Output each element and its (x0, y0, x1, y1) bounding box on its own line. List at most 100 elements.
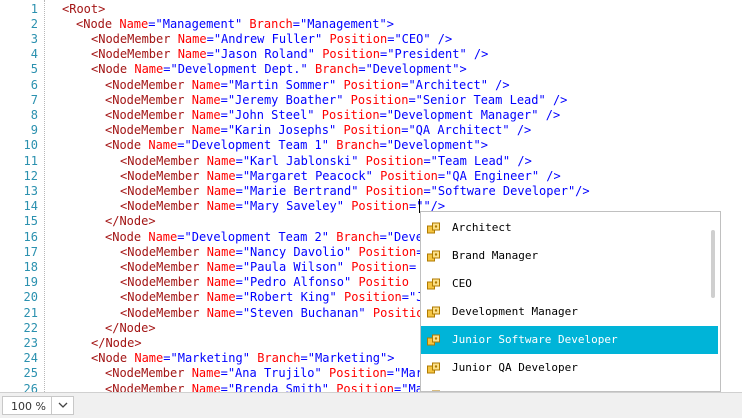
xml-value-token: ="Team Lead" /> (423, 153, 532, 168)
code-line[interactable]: <NodeMember Name="Jason Roland" Position… (91, 47, 488, 62)
xml-element-token: <NodeMember (91, 47, 178, 62)
xml-value-token: ="Development"> (379, 138, 488, 153)
line-number: 25 (23, 366, 38, 381)
code-line[interactable]: <NodeMember Name="Marie Bertrand" Positi… (120, 184, 590, 199)
xml-attribute-token: Name (206, 305, 236, 320)
xml-value-token: ="President" /> (380, 47, 489, 62)
xml-element-token: <Root> (62, 1, 106, 16)
code-line[interactable]: </Node> (105, 214, 156, 229)
xml-value-token: ="Deve (379, 229, 423, 244)
autocomplete-item[interactable]: CEO (421, 270, 718, 298)
xml-element-token: <NodeMember (91, 31, 178, 46)
code-line[interactable]: <Node Name="Development Team 1" Branch="… (105, 138, 488, 153)
xml-element-token: <NodeMember (105, 92, 192, 107)
autocomplete-item[interactable]: Architect (421, 214, 718, 242)
code-line[interactable]: <NodeMember Name="Ana Trujilo" Position=… (105, 366, 423, 381)
xml-attribute-token: Name (191, 123, 221, 138)
line-number: 24 (23, 351, 38, 366)
xml-element-token: <NodeMember (105, 366, 192, 381)
code-line[interactable]: <NodeMember Name="Pedro Alfonso" Positio (120, 275, 409, 290)
xml-value-token: ="Karin Josephs" (220, 123, 344, 138)
line-number: 14 (23, 199, 38, 214)
xml-attribute-token: Name (206, 199, 236, 214)
line-number: 6 (30, 77, 38, 92)
code-line[interactable]: <NodeMember Name="Robert King" Position=… (120, 290, 423, 305)
autocomplete-item-label: Junior Software Developer (452, 333, 618, 346)
code-line[interactable]: <NodeMember Name="John Steel" Position="… (105, 108, 560, 123)
scrollbar-thumb[interactable] (711, 230, 715, 298)
xml-attribute-token: Name (191, 381, 221, 393)
zoom-dropdown[interactable]: 100 % (2, 396, 74, 415)
xml-value-token: ="Marketing"> (300, 351, 395, 366)
xml-attribute-token: Position (350, 92, 409, 107)
xml-attribute-token: Name (206, 244, 236, 259)
zoom-dropdown-button[interactable] (51, 397, 74, 414)
code-line[interactable]: <NodeMember Name="Jeremy Boather" Positi… (105, 93, 567, 108)
xml-attribute-token: Branch (336, 229, 380, 244)
code-line[interactable]: <Node Name="Development Dept." Branch="D… (91, 62, 467, 77)
xml-element-token: <Node (105, 229, 149, 244)
xml-value-token: = (416, 245, 423, 259)
autocomplete-item[interactable] (421, 382, 718, 391)
xml-value-token: ="Management"> (292, 16, 394, 31)
code-line[interactable]: <NodeMember Name="Paula Wilson" Position… (120, 260, 416, 275)
xml-value-token: ="Margaret Peacock" (235, 168, 381, 183)
code-line[interactable]: <NodeMember Name="Martin Sommer" Positio… (105, 78, 510, 93)
line-number: 21 (23, 305, 38, 320)
code-line[interactable]: </Node> (105, 321, 156, 336)
code-line[interactable]: <Node Name="Management" Branch="Manageme… (76, 17, 394, 32)
line-number: 16 (23, 229, 38, 244)
xml-value-token: ="Robert King" (235, 290, 344, 305)
xml-value-token: ="Jason Roland" (206, 47, 323, 62)
xml-attribute-token: Branch (314, 62, 359, 77)
line-number: 2 (30, 16, 38, 31)
autocomplete-item[interactable]: Junior Software Developer (421, 326, 718, 354)
line-number: 9 (30, 123, 38, 138)
line-number: 1 (30, 1, 38, 16)
line-number: 20 (23, 290, 38, 305)
line-number: 5 (30, 62, 38, 77)
xml-element-token: </Node> (91, 335, 142, 350)
xml-attribute-token: Position (343, 123, 402, 138)
xml-value-token: ="Andrew Fuller" (206, 31, 330, 46)
autocomplete-item[interactable]: Junior QA Developer (421, 354, 718, 382)
code-line[interactable]: <NodeMember Name="Steven Buchanan" Posit… (120, 306, 423, 321)
autocomplete-item-label: CEO (452, 277, 472, 290)
code-line[interactable]: <NodeMember Name="Karin Josephs" Positio… (105, 123, 531, 138)
code-line[interactable]: </Node> (91, 336, 142, 351)
xml-attribute-token: Name (206, 153, 236, 168)
autocomplete-item-label: Junior QA Developer (452, 361, 578, 374)
xml-attribute-token: Name (191, 107, 221, 122)
code-line[interactable]: <NodeMember Name="Brenda Smith" Position… (105, 382, 423, 393)
autocomplete-item[interactable]: Development Manager (421, 298, 718, 326)
xml-value-token: ="Development Team 2" (177, 229, 337, 244)
xml-value-token: ="QA Architect" /> (401, 123, 532, 138)
property-icon (427, 306, 441, 318)
code-line[interactable]: <NodeMember Name="Margaret Peacock" Posi… (120, 169, 561, 184)
xml-element-token: <NodeMember (105, 77, 192, 92)
code-line[interactable]: <NodeMember Name="Karl Jablonski" Positi… (120, 154, 532, 169)
code-line[interactable]: <NodeMember Name="Nancy Davolio" Positio… (120, 245, 423, 260)
xml-value-token: ="Nancy Davolio" (235, 244, 359, 259)
autocomplete-item[interactable]: Brand Manager (421, 242, 718, 270)
code-line[interactable]: <Node Name="Marketing" Branch="Marketing… (91, 351, 394, 366)
xml-value-token: ="Steven Buchanan" (235, 305, 373, 320)
xml-value-token: ="John Steel" (220, 107, 322, 122)
xml-attribute-token: Positio (372, 305, 424, 320)
property-icon (427, 362, 441, 374)
xml-attribute-token: Name (206, 290, 236, 305)
code-line[interactable]: <NodeMember Name="Andrew Fuller" Positio… (91, 32, 452, 47)
xml-attribute-token: Name (148, 138, 178, 153)
xml-value-token: ="Karl Jablonski" (235, 153, 366, 168)
xml-element-token: <NodeMember (120, 183, 207, 198)
line-number: 3 (30, 31, 38, 46)
code-line[interactable]: <NodeMember Name="Mary Saveley" Position… (120, 199, 445, 214)
xml-attribute-token: Position (336, 381, 394, 393)
autocomplete-item-label: Development Manager (452, 305, 578, 318)
xml-attribute-token: Position (358, 244, 417, 259)
xml-value-token: ="Mar (386, 366, 423, 381)
code-line[interactable]: <Root> (62, 2, 105, 17)
code-line[interactable]: <Node Name="Development Team 2" Branch="… (105, 230, 423, 245)
